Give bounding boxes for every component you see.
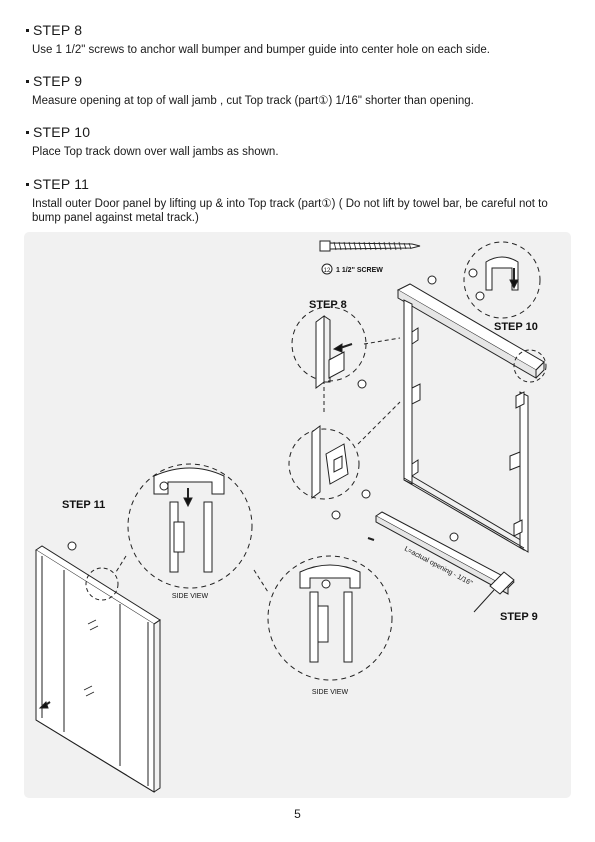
step-9-title: STEP 9 [33, 73, 83, 89]
step-10: STEP 10 Place Top track down over wall j… [26, 124, 566, 159]
screw-label: 1 1/2" SCREW [336, 267, 383, 274]
step-10-title: STEP 10 [33, 124, 91, 140]
door-panel [35, 541, 161, 793]
side-view-detail-top [127, 463, 253, 589]
step-11: STEP 11 Install outer Door panel by lift… [26, 176, 566, 225]
installation-illustration: 12 1 1/2" SCREW STEP 10 STEP 8 [35, 240, 547, 793]
bullet [26, 182, 29, 186]
step-11-title: STEP 11 [33, 176, 90, 192]
bullet [26, 79, 29, 83]
step-9-callout: STEP 9 [500, 611, 538, 623]
step-8: STEP 8 Use 1 1/2" screws to anchor wall … [26, 22, 566, 57]
step-8-callout: STEP 8 [309, 299, 347, 311]
step-11-text: Install outer Door panel by lifting up &… [32, 198, 548, 224]
bullet [26, 28, 29, 32]
step-8-detail-lower [288, 428, 360, 500]
screw-part-number: 12 [324, 268, 331, 274]
side-view-detail-bottom [267, 555, 393, 681]
side-view-label-top: SIDE VIEW [172, 593, 209, 600]
side-view-label-bottom: SIDE VIEW [312, 689, 349, 696]
step-8-title: STEP 8 [33, 22, 83, 38]
step-9-text: Measure opening at top of wall jamb , cu… [32, 95, 474, 107]
step-8-text: Use 1 1/2" screws to anchor wall bumper … [32, 44, 490, 56]
step-10-callout: STEP 10 [494, 321, 538, 333]
step-10-detail-circle [463, 241, 541, 319]
shower-frame [396, 275, 547, 553]
step-10-text: Place Top track down over wall jambs as … [32, 146, 279, 158]
illustration-panel: 12 1 1/2" SCREW STEP 10 STEP 8 [24, 232, 571, 798]
step-9: STEP 9 Measure opening at top of wall ja… [26, 73, 566, 108]
part-12-circle [321, 263, 333, 275]
bullet [26, 130, 29, 134]
screw-icon [319, 240, 421, 252]
page-number: 5 [294, 807, 301, 821]
step-11-callout: STEP 11 [62, 499, 105, 511]
